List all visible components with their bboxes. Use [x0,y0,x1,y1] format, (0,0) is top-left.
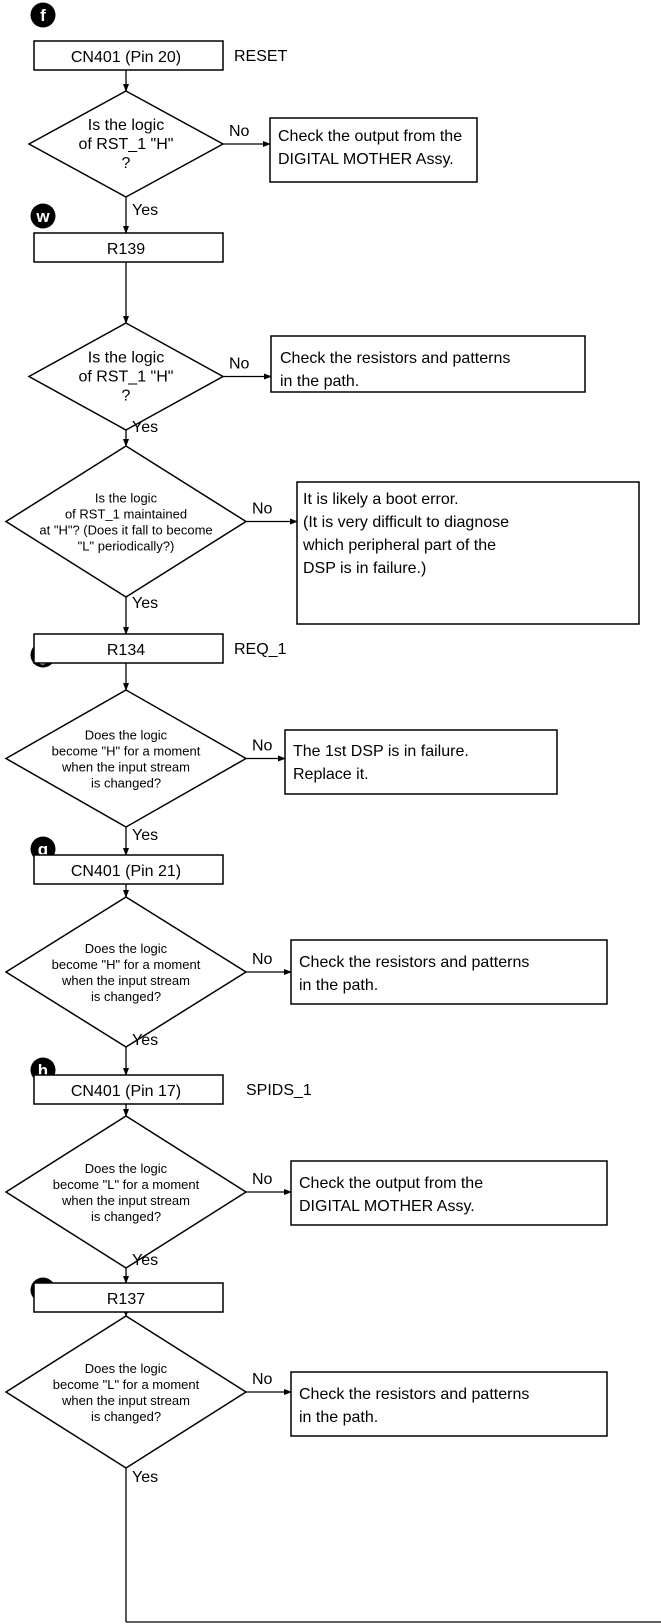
decision-question-line: Does the logic [85,1361,168,1376]
decision-question-line: of RST_1 "H" [79,136,174,153]
yes-label: Yes [132,419,158,436]
answer-text-line: in the path. [299,1409,378,1426]
process-box-label: CN401 (Pin 17) [71,1083,181,1100]
answer-text-line: It is likely a boot error. [303,491,459,508]
answer-text-line: Replace it. [293,766,369,783]
decision-question-line: is changed? [91,1209,161,1224]
no-label: No [229,356,250,373]
process-box: CN401 (Pin 20) [33,40,224,71]
answer-text-line: (It is very difficult to diagnose [303,514,509,531]
yes-label: Yes [132,595,158,612]
answer-box: Check the resistors and patterns in the p… [270,335,586,393]
process-box: CN401 (Pin 17) [33,1074,224,1105]
step-marker-icon: f [30,2,56,28]
answer-text-line: in the path. [299,977,378,994]
decision-question-line: when the input stream [61,760,190,775]
step-marker-icon: w [30,203,56,229]
answer-text-line: The 1st DSP is in failure. [293,743,469,760]
yes-label: Yes [132,827,158,844]
decision-question-line: Does the logic [85,728,168,743]
answer-text-line: which peripheral part of the [302,537,496,554]
process-box-label: R134 [107,642,145,659]
answer-box: Check the resistors and patterns in the p… [290,939,608,1005]
answer-box: The 1st DSP is in failure. Replace it. [284,729,558,795]
decision-question-line: when the input stream [61,1193,190,1208]
decision-question-line: at "H"? (Does it fall to become [39,523,212,538]
answer-text-line: DIGITAL MOTHER Assy. [278,151,454,168]
decision-question-line: become "L" for a moment [53,1177,200,1192]
decision-question-line: when the input stream [61,1393,190,1408]
decision-question-line: become "L" for a moment [53,1377,200,1392]
answer-text-line: in the path. [280,373,359,390]
answer-text-line: Check the output from the [278,128,462,145]
answer-text-line: Check the resistors and patterns [299,954,529,971]
svg-text:w: w [35,207,50,226]
answer-text-line: DIGITAL MOTHER Assy. [299,1198,475,1215]
svg-text:g: g [38,840,48,859]
decision-question-line: Is the logic [88,117,164,134]
no-label: No [229,123,250,140]
decision-diamond: Is the logic of RST_1 "H"? [27,322,225,431]
decision-question-line: "L" periodically?) [78,539,175,554]
process-box: R134 [33,633,224,664]
no-label: No [252,1171,273,1188]
yes-label: Yes [132,202,158,219]
process-box-label: R139 [107,241,145,258]
process-box-label: CN401 (Pin 20) [71,49,181,66]
answer-text-line: DSP is in failure.) [303,560,426,577]
answer-text-line: Check the resistors and patterns [280,350,510,367]
answer-text-line: Check the output from the [299,1175,483,1192]
decision-question-line: is changed? [91,1409,161,1424]
decision-question-line: Is the logic [95,491,158,506]
svg-text:h: h [38,1061,48,1080]
decision-question-line: of RST_1 "H" [79,369,174,386]
process-box: CN401 (Pin 21) [33,854,224,885]
decision-question-line: ? [122,155,131,172]
answer-box: It is likely a boot error. (It is very di… [296,481,640,625]
svg-text:f: f [40,6,46,25]
decision-question-line: is changed? [91,989,161,1004]
decision-question-line: Does the logic [85,1161,168,1176]
yes-label: Yes [132,1032,158,1049]
process-box: R137 [33,1282,224,1313]
process-box: R139 [33,232,224,263]
process-box-label: CN401 (Pin 21) [71,863,181,880]
no-label: No [252,1371,273,1388]
signal-label: SPIDS_1 [246,1082,312,1099]
decision-question-line: Is the logic [88,350,164,367]
answer-box: Check the resistors and patterns in the p… [290,1371,608,1437]
decision-question-line: of RST_1 maintained [65,507,187,522]
no-label: No [252,951,273,968]
decision-question-line: become "H" for a moment [52,744,201,759]
process-box-label: R137 [107,1291,145,1308]
decision-question-line: ? [122,388,131,405]
no-label: No [252,738,273,755]
answer-text-line: Check the resistors and patterns [299,1386,529,1403]
no-label: No [252,501,273,518]
signal-label: RESET [234,48,288,65]
decision-question-line: Does the logic [85,941,168,956]
yes-label: Yes [132,1252,158,1269]
decision-question-line: is changed? [91,776,161,791]
yes-label: Yes [132,1469,158,1486]
decision-question-line: when the input stream [61,973,190,988]
signal-label: REQ_1 [234,641,287,658]
decision-diamond: Is the logic of RST_1 "H"? [27,90,225,198]
decision-question-line: become "H" for a moment [52,957,201,972]
